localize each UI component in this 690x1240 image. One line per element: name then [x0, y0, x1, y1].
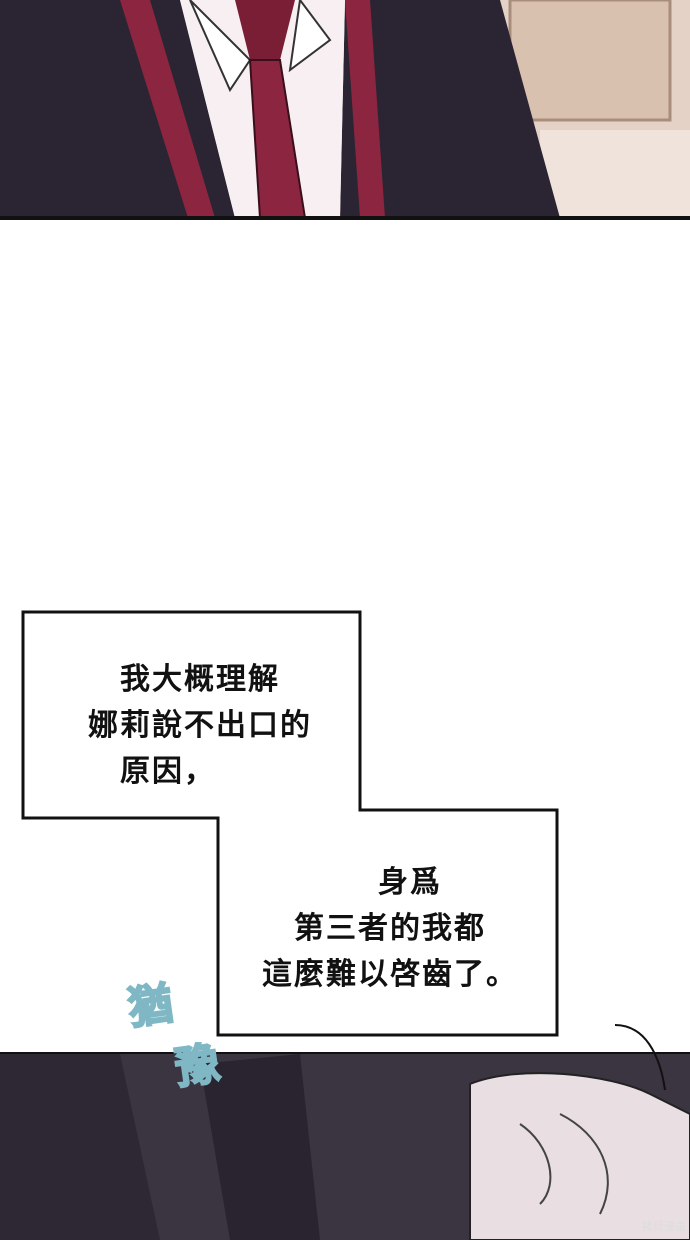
caption-1-line-1: 我大概理解	[120, 662, 280, 697]
watermark: 拷貝漫畫	[642, 1220, 686, 1233]
caption-1-line-3: 原因，	[120, 754, 216, 789]
motion-line	[614, 1024, 666, 1091]
top-panel	[0, 0, 690, 218]
caption-box-2: 身爲 第三者的我都 這麼難以啓齒了。	[240, 860, 540, 998]
caption-box-1: 我大概理解 娜莉說不出口的 原因，	[60, 657, 340, 795]
suit-illustration-top	[0, 0, 690, 218]
caption-2-line-2: 第三者的我都	[294, 911, 486, 946]
sfx-char-1: 猶	[124, 977, 177, 1036]
caption-2-line-1: 身爲	[378, 865, 442, 900]
suit-illustration-bottom	[0, 1054, 690, 1240]
caption-2-line-3: 這麼難以啓齒了。	[262, 957, 518, 992]
sfx-char-2: 豫	[171, 1037, 224, 1096]
bottom-panel	[0, 1054, 690, 1240]
caption-1-line-2: 娜莉說不出口的	[88, 708, 312, 743]
panel-border-top	[0, 216, 690, 220]
